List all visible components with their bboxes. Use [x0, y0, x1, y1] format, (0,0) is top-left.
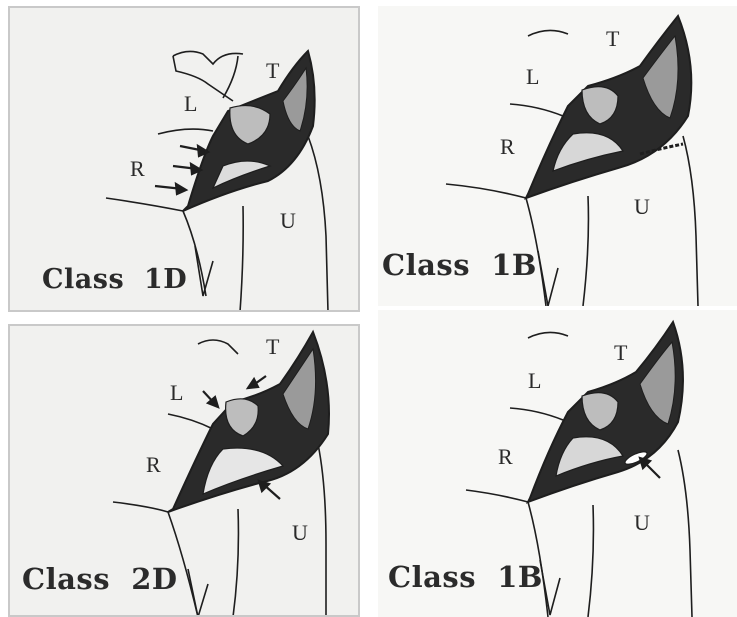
label-r: R	[146, 452, 161, 478]
diagram-panel-class-1b-bottom: L T R U Class 1B	[378, 310, 737, 617]
label-t: T	[614, 340, 627, 366]
label-u: U	[292, 520, 308, 546]
caption-class-1b: Class 1B	[388, 560, 543, 594]
label-l: L	[526, 64, 539, 90]
label-t: T	[606, 26, 619, 52]
label-l: L	[528, 368, 541, 394]
label-t: T	[266, 58, 279, 84]
label-r: R	[498, 444, 513, 470]
caption-class-1b: Class 1B	[382, 248, 537, 282]
caption-class-1d: Class 1D	[42, 264, 187, 295]
label-l: L	[184, 91, 197, 117]
label-r: R	[500, 134, 515, 160]
diagram-panel-class-1d: L T R U Class 1D	[8, 6, 360, 312]
label-t: T	[266, 334, 279, 360]
caption-class-2d: Class 2D	[22, 562, 178, 596]
diagram-panel-class-2d: L T R U Class 2D	[8, 324, 360, 617]
label-r: R	[130, 156, 145, 182]
label-u: U	[634, 510, 650, 536]
label-u: U	[634, 194, 650, 220]
label-u: U	[280, 208, 296, 234]
diagram-panel-class-1b-top: L T R U Class 1B	[378, 6, 737, 306]
label-l: L	[170, 380, 183, 406]
